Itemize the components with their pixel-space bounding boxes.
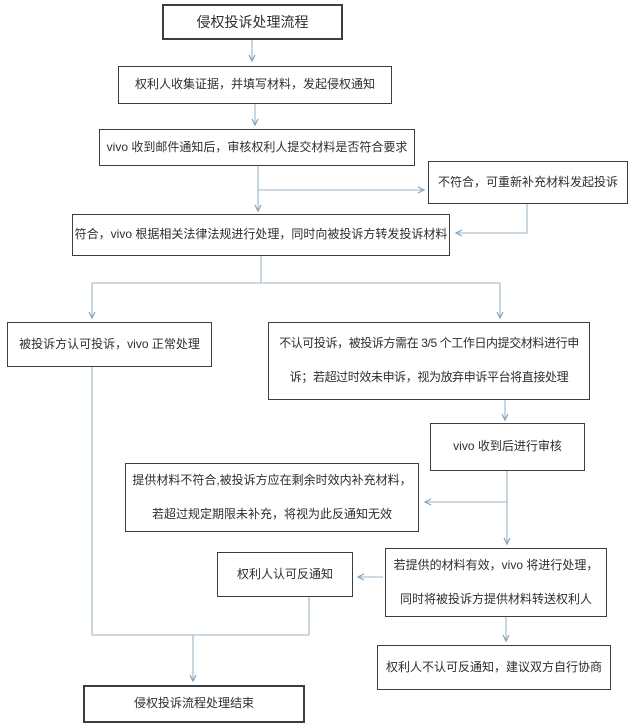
flow-node-vivo-review: vivo 收到后进行审核 (430, 423, 585, 471)
flow-node-reject: 不认可投诉，被投诉方需在 3/5 个工作日内提交材料进行申 诉；若超过时效未申诉… (268, 322, 590, 400)
connector-nomatch-match (454, 204, 528, 237)
flow-node-notice: 权利人收集证据，并填写材料，发起侵权通知 (118, 66, 392, 104)
flow-node-insufficient: 提供材料不符合,被投诉方应在剩余时效内补充材料， 若超过规定期限未补充，将视为此… (125, 463, 419, 532)
flow-node-valid: 若提供的材料有效，vivo 将进行处理， 同时将被投诉方提供材料转送权利人 (385, 548, 607, 617)
flow-node-reject-counter: 权利人不认可反通知，建议双方自行协商 (377, 645, 611, 690)
flow-node-nomatch: 不符合，可重新补充材料发起投诉 (428, 161, 628, 204)
flow-node-accept: 被投诉方认可投诉，vivo 正常处理 (7, 322, 212, 367)
flow-node-start: 侵权投诉处理流程 (162, 4, 343, 40)
flow-node-accept-counter: 权利人认可反通知 (217, 552, 353, 597)
flow-node-end: 侵权投诉流程处理结束 (83, 685, 305, 723)
flow-node-review: vivo 收到邮件通知后，审核权利人提交材料是否符合要求 (99, 129, 415, 166)
flow-node-match: 符合，vivo 根据相关法律法规进行处理，同时向被投诉方转发投诉材料 (72, 214, 450, 256)
